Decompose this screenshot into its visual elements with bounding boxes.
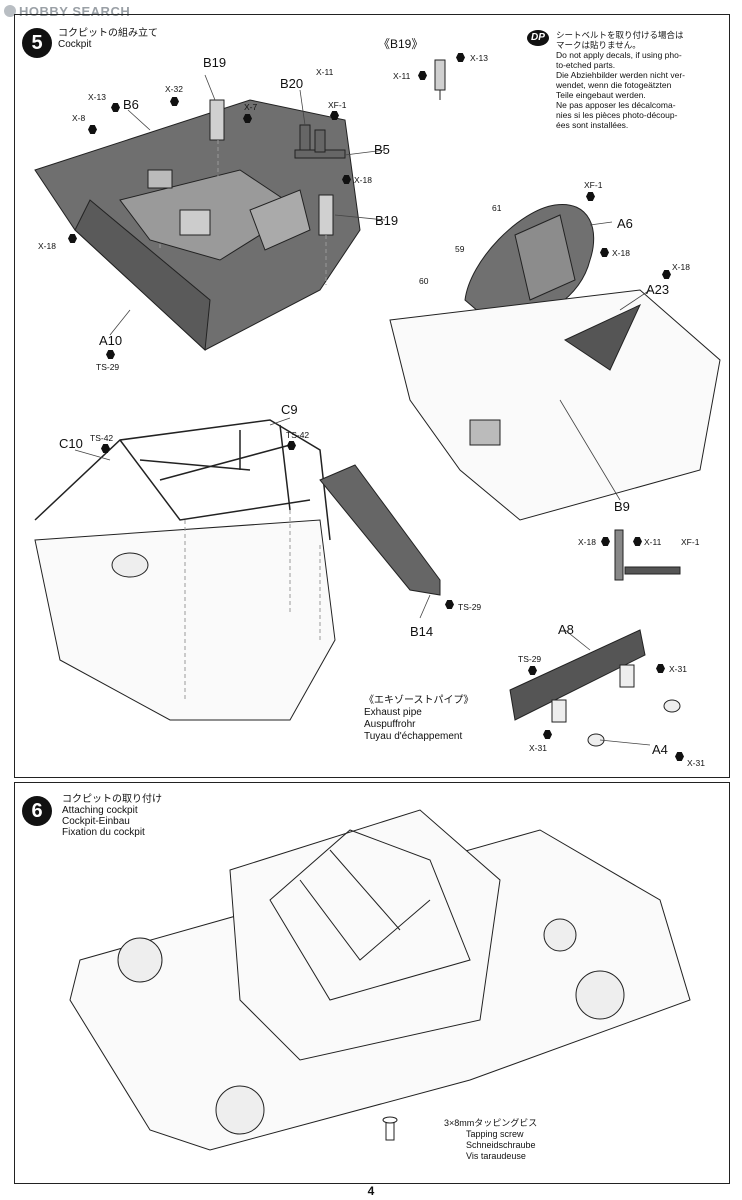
paint-ts29-b14-label: TS-29 <box>458 602 482 612</box>
chassis-tub-right <box>389 289 721 521</box>
part-a6-label: A6 <box>617 216 633 231</box>
part-b19-second-label: B19 <box>375 213 399 228</box>
paint-x11-callout-label: X-11 <box>393 71 411 81</box>
b14-panel <box>319 464 441 596</box>
watermark-logo-icon <box>4 5 16 17</box>
paint-marker-icon <box>88 125 97 134</box>
wheels-step6 <box>117 918 625 1135</box>
paint-x13-callout-label: X-13 <box>470 53 488 63</box>
paint-x31-top-label: X-31 <box>669 664 687 674</box>
step5-panel <box>14 14 730 778</box>
paint-marker-icon <box>330 111 339 120</box>
part-a10-label: A10 <box>99 333 123 348</box>
paint-marker-icon <box>101 444 110 453</box>
dp-note: シートベルトを取り付ける場合は マークは貼りません。 Do not apply … <box>556 30 685 130</box>
paint-x18-a23-label: X-18 <box>672 262 690 272</box>
paint-ts42-right-label: TS-42 <box>286 430 310 440</box>
step6-number: 6 <box>22 796 52 826</box>
paint-x13-label: X-13 <box>88 92 106 102</box>
paint-marker-icon <box>111 103 120 112</box>
guide-lines <box>159 140 327 700</box>
paint-x31-a4-label: X-31 <box>687 758 705 768</box>
paint-marker-icon <box>456 53 465 62</box>
part-a8-label: A8 <box>558 622 574 637</box>
paint-xf1-b9-label: XF-1 <box>681 537 700 547</box>
paint-marker-icon <box>633 537 642 546</box>
paint-marker-icon <box>586 192 595 201</box>
cockpit-tub-illustration <box>34 99 361 352</box>
part-c10-label: C10 <box>59 436 83 451</box>
b9-linkage <box>614 529 681 581</box>
part-b14-label: B14 <box>410 624 434 639</box>
part-c9-label: C9 <box>281 402 298 417</box>
paint-marker-icon <box>656 664 665 673</box>
paint-marker-icon <box>106 350 115 359</box>
tapping-screw-caption: 3×8mmタッピングビス Tapping screw Schneidschrau… <box>444 1118 538 1161</box>
part-b5-label: B5 <box>374 142 390 157</box>
part-b20-label: B20 <box>280 76 304 91</box>
step5-number: 5 <box>22 28 52 58</box>
paint-x18-label: X-18 <box>354 175 372 185</box>
paint-marker-icon <box>68 234 77 243</box>
paint-marker-icon <box>601 537 610 546</box>
paint-marker-icon <box>342 175 351 184</box>
leader-lines <box>74 74 651 746</box>
b19-callout-title: 《B19》 <box>378 37 424 51</box>
paint-marker-icon <box>528 666 537 675</box>
decal-59-label: 59 <box>455 244 465 254</box>
chassis-step6 <box>69 809 691 1151</box>
decal-60-label: 60 <box>419 276 429 286</box>
part-b6-label: B6 <box>123 97 139 112</box>
paint-xf1-label: XF-1 <box>328 100 347 110</box>
part-b9-label: B9 <box>614 499 630 514</box>
paint-x18-seat-label: X-18 <box>612 248 630 258</box>
dp-badge-icon: DP <box>527 30 549 46</box>
decal-61-label: 61 <box>492 203 502 213</box>
paint-x31-left-label: X-31 <box>529 743 547 753</box>
step6-title: コクピットの取り付け Attaching cockpit Cockpit-Ein… <box>62 794 162 838</box>
exhaust-pipe-caption: 《エキゾーストパイプ》 Exhaust pipe Auspuffrohr Tuy… <box>364 695 474 742</box>
paint-x11-label: X-11 <box>316 67 334 77</box>
paint-x7-label: X-7 <box>244 102 258 112</box>
paint-x32-label: X-32 <box>165 84 183 94</box>
part-a23-label: A23 <box>646 282 670 297</box>
part-a4-label: A4 <box>652 742 668 757</box>
paint-x11-b9-label: X-11 <box>644 537 662 547</box>
paint-marker-icon <box>543 730 552 739</box>
paint-marker-icon <box>243 114 252 123</box>
paint-ts42-left-label: TS-42 <box>90 433 114 443</box>
seat-a6 <box>464 204 595 331</box>
page-number: 4 <box>367 1184 375 1198</box>
paint-marker-icon <box>675 752 684 761</box>
paint-marker-icon <box>445 600 454 609</box>
paint-x18-left-label: X-18 <box>38 241 56 251</box>
paint-xf1-seat-label: XF-1 <box>584 180 603 190</box>
paint-x8-label: X-8 <box>72 113 86 123</box>
hobby-search-watermark: HOBBY SEARCH <box>4 4 130 19</box>
paint-ts29-label: TS-29 <box>96 362 120 372</box>
paint-marker-icon <box>662 270 671 279</box>
paint-x18-b9-label: X-18 <box>578 537 596 547</box>
paint-ts29-a8-label: TS-29 <box>518 654 542 664</box>
step5-title: コクピットの組み立て Cockpit <box>58 28 158 50</box>
paint-marker-icon <box>287 441 296 450</box>
paint-marker-icon <box>600 248 609 257</box>
exhaust-a8 <box>509 629 681 747</box>
paint-marker-icon <box>418 71 427 80</box>
step6-panel <box>14 782 730 1184</box>
paint-marker-icon <box>170 97 179 106</box>
b19-shock-parts <box>209 59 446 236</box>
part-b19-label: B19 <box>203 55 227 70</box>
screw-icon-step6 <box>382 1116 398 1141</box>
